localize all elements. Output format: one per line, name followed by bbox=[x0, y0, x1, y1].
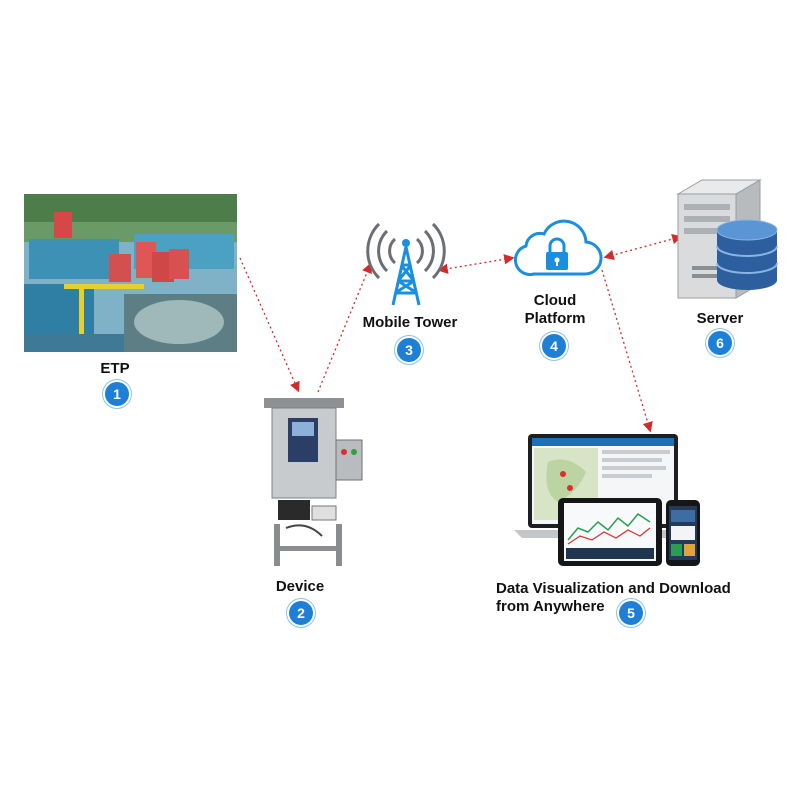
etp-plant-image bbox=[24, 194, 237, 352]
cloud-lock-icon bbox=[513, 219, 603, 277]
step-badge-6: 6 bbox=[708, 331, 732, 355]
cloud-platform-label: Cloud Platform bbox=[524, 292, 586, 327]
monitoring-device-image bbox=[264, 398, 363, 566]
step-badge-4: 4 bbox=[542, 334, 566, 358]
connector-etp-device bbox=[239, 257, 300, 393]
connector-cloud-visualization bbox=[601, 269, 653, 433]
etp-label: ETP bbox=[100, 360, 130, 377]
step-badge-5: 5 bbox=[619, 601, 643, 625]
step-badge-2: 2 bbox=[289, 601, 313, 625]
visualization-label: Data Visualization and Download from Any… bbox=[496, 580, 731, 615]
device-label: Device bbox=[275, 578, 325, 595]
visualization-devices-image bbox=[514, 434, 700, 566]
mobile-tower-icon bbox=[366, 222, 446, 306]
server-label: Server bbox=[696, 310, 744, 327]
step-badge-1: 1 bbox=[105, 382, 129, 406]
server-database-icon bbox=[676, 179, 778, 299]
connector-tower-cloud bbox=[437, 254, 515, 274]
step-badge-3: 3 bbox=[397, 338, 421, 362]
connector-cloud-server bbox=[603, 234, 683, 260]
mobile-tower-label: Mobile Tower bbox=[362, 314, 458, 331]
